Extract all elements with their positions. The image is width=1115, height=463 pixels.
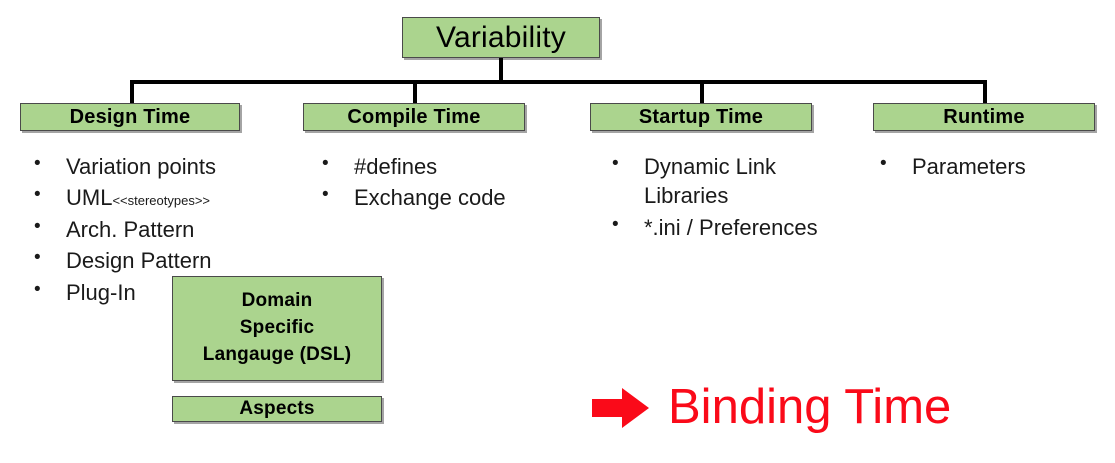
list-item: *.ini / Preferences: [600, 212, 865, 242]
connector-root-stem: [499, 58, 503, 84]
node-aspects: Aspects: [172, 396, 382, 422]
node-runtime-label: Runtime: [943, 105, 1025, 128]
list-item-text: Plug-In: [66, 279, 136, 305]
right-arrow-icon: [592, 387, 649, 428]
list-item: #defines: [310, 151, 560, 181]
bullet-list-design-time: Variation points UML<<stereotypes>> Arch…: [22, 151, 292, 309]
node-startup-time: Startup Time: [590, 103, 812, 131]
list-item-text: #defines: [354, 154, 438, 179]
node-variability: Variability: [402, 17, 600, 58]
binding-time-callout: Binding Time: [592, 383, 951, 432]
list-item: UML<<stereotypes>>: [22, 182, 292, 212]
list-item-text: Dynamic Link Libraries: [644, 154, 777, 209]
node-startup-time-label: Startup Time: [638, 105, 764, 128]
binding-time-label: Binding Time: [668, 380, 952, 434]
node-dsl-line-3: Langauge (DSL): [202, 343, 352, 365]
connector-drop-compile-time: [413, 80, 417, 104]
list-item: Exchange code: [310, 182, 560, 212]
list-item-text: Exchange code: [354, 185, 506, 211]
node-design-time: Design Time: [20, 103, 240, 131]
list-item-text: UML: [66, 185, 113, 211]
connector-drop-design-time: [130, 80, 134, 104]
node-compile-time-label: Compile Time: [347, 105, 481, 128]
list-item: Design Pattern: [22, 245, 292, 275]
list-item-text: Arch. Pattern: [66, 216, 195, 242]
list-item-text: Design Pattern: [66, 248, 212, 274]
list-item-text: Variation points: [66, 154, 217, 179]
list-item: Arch. Pattern: [22, 214, 292, 244]
node-domain-specific-language: Domain Specific Langauge (DSL): [172, 276, 382, 381]
list-item-text: Parameters: [912, 154, 1026, 179]
connector-horizontal-bus: [130, 80, 987, 84]
list-item-annotation: <<stereotypes>>: [112, 193, 211, 209]
node-dsl-line-1: Domain: [241, 290, 313, 312]
node-design-time-label: Design Time: [69, 105, 191, 128]
list-item: Plug-In: [22, 277, 292, 307]
bullet-list-compile-time: #defines Exchange code: [310, 151, 560, 215]
bullet-list-runtime: Parameters: [868, 151, 1108, 183]
bullet-list-startup-time: Dynamic Link Libraries *.ini / Preferenc…: [600, 151, 865, 244]
list-item: Dynamic Link Libraries: [600, 151, 865, 211]
node-variability-label: Variability: [435, 20, 567, 54]
list-item-text: *.ini / Preferences: [644, 214, 818, 240]
node-aspects-label: Aspects: [239, 398, 315, 419]
connector-drop-runtime: [983, 80, 987, 104]
node-runtime: Runtime: [873, 103, 1095, 131]
node-dsl-line-2: Specific: [239, 317, 315, 339]
list-item: Parameters: [868, 151, 1108, 181]
list-item: Variation points: [22, 151, 292, 181]
connector-drop-startup-time: [700, 80, 704, 104]
node-compile-time: Compile Time: [303, 103, 525, 131]
